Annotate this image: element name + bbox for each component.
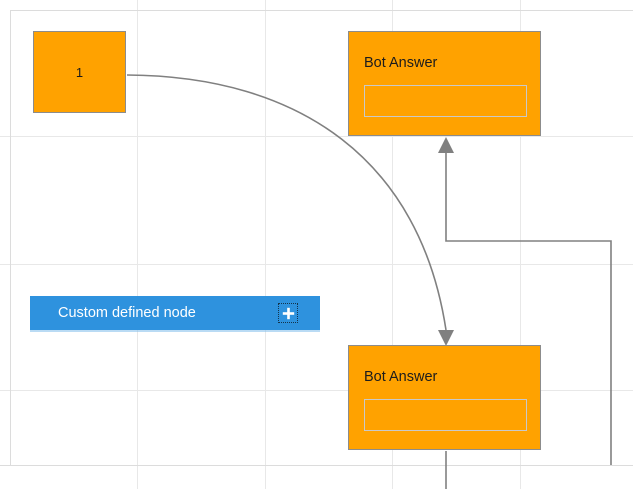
plus-icon[interactable] bbox=[278, 303, 298, 323]
node-title: Bot Answer bbox=[364, 369, 438, 385]
custom-defined-node-bar[interactable]: Custom defined node bbox=[30, 296, 320, 330]
node-bot-answer-top[interactable]: Bot Answer bbox=[348, 31, 541, 136]
node-start-label: 1 bbox=[75, 64, 84, 80]
node-title: Bot Answer bbox=[364, 55, 438, 71]
node-bot-answer-bottom[interactable]: Bot Answer bbox=[348, 345, 541, 450]
custom-defined-node-label: Custom defined node bbox=[58, 304, 196, 321]
node-answer-slot[interactable] bbox=[364, 85, 527, 117]
node-answer-slot[interactable] bbox=[364, 399, 527, 431]
node-start[interactable]: 1 bbox=[33, 31, 126, 113]
